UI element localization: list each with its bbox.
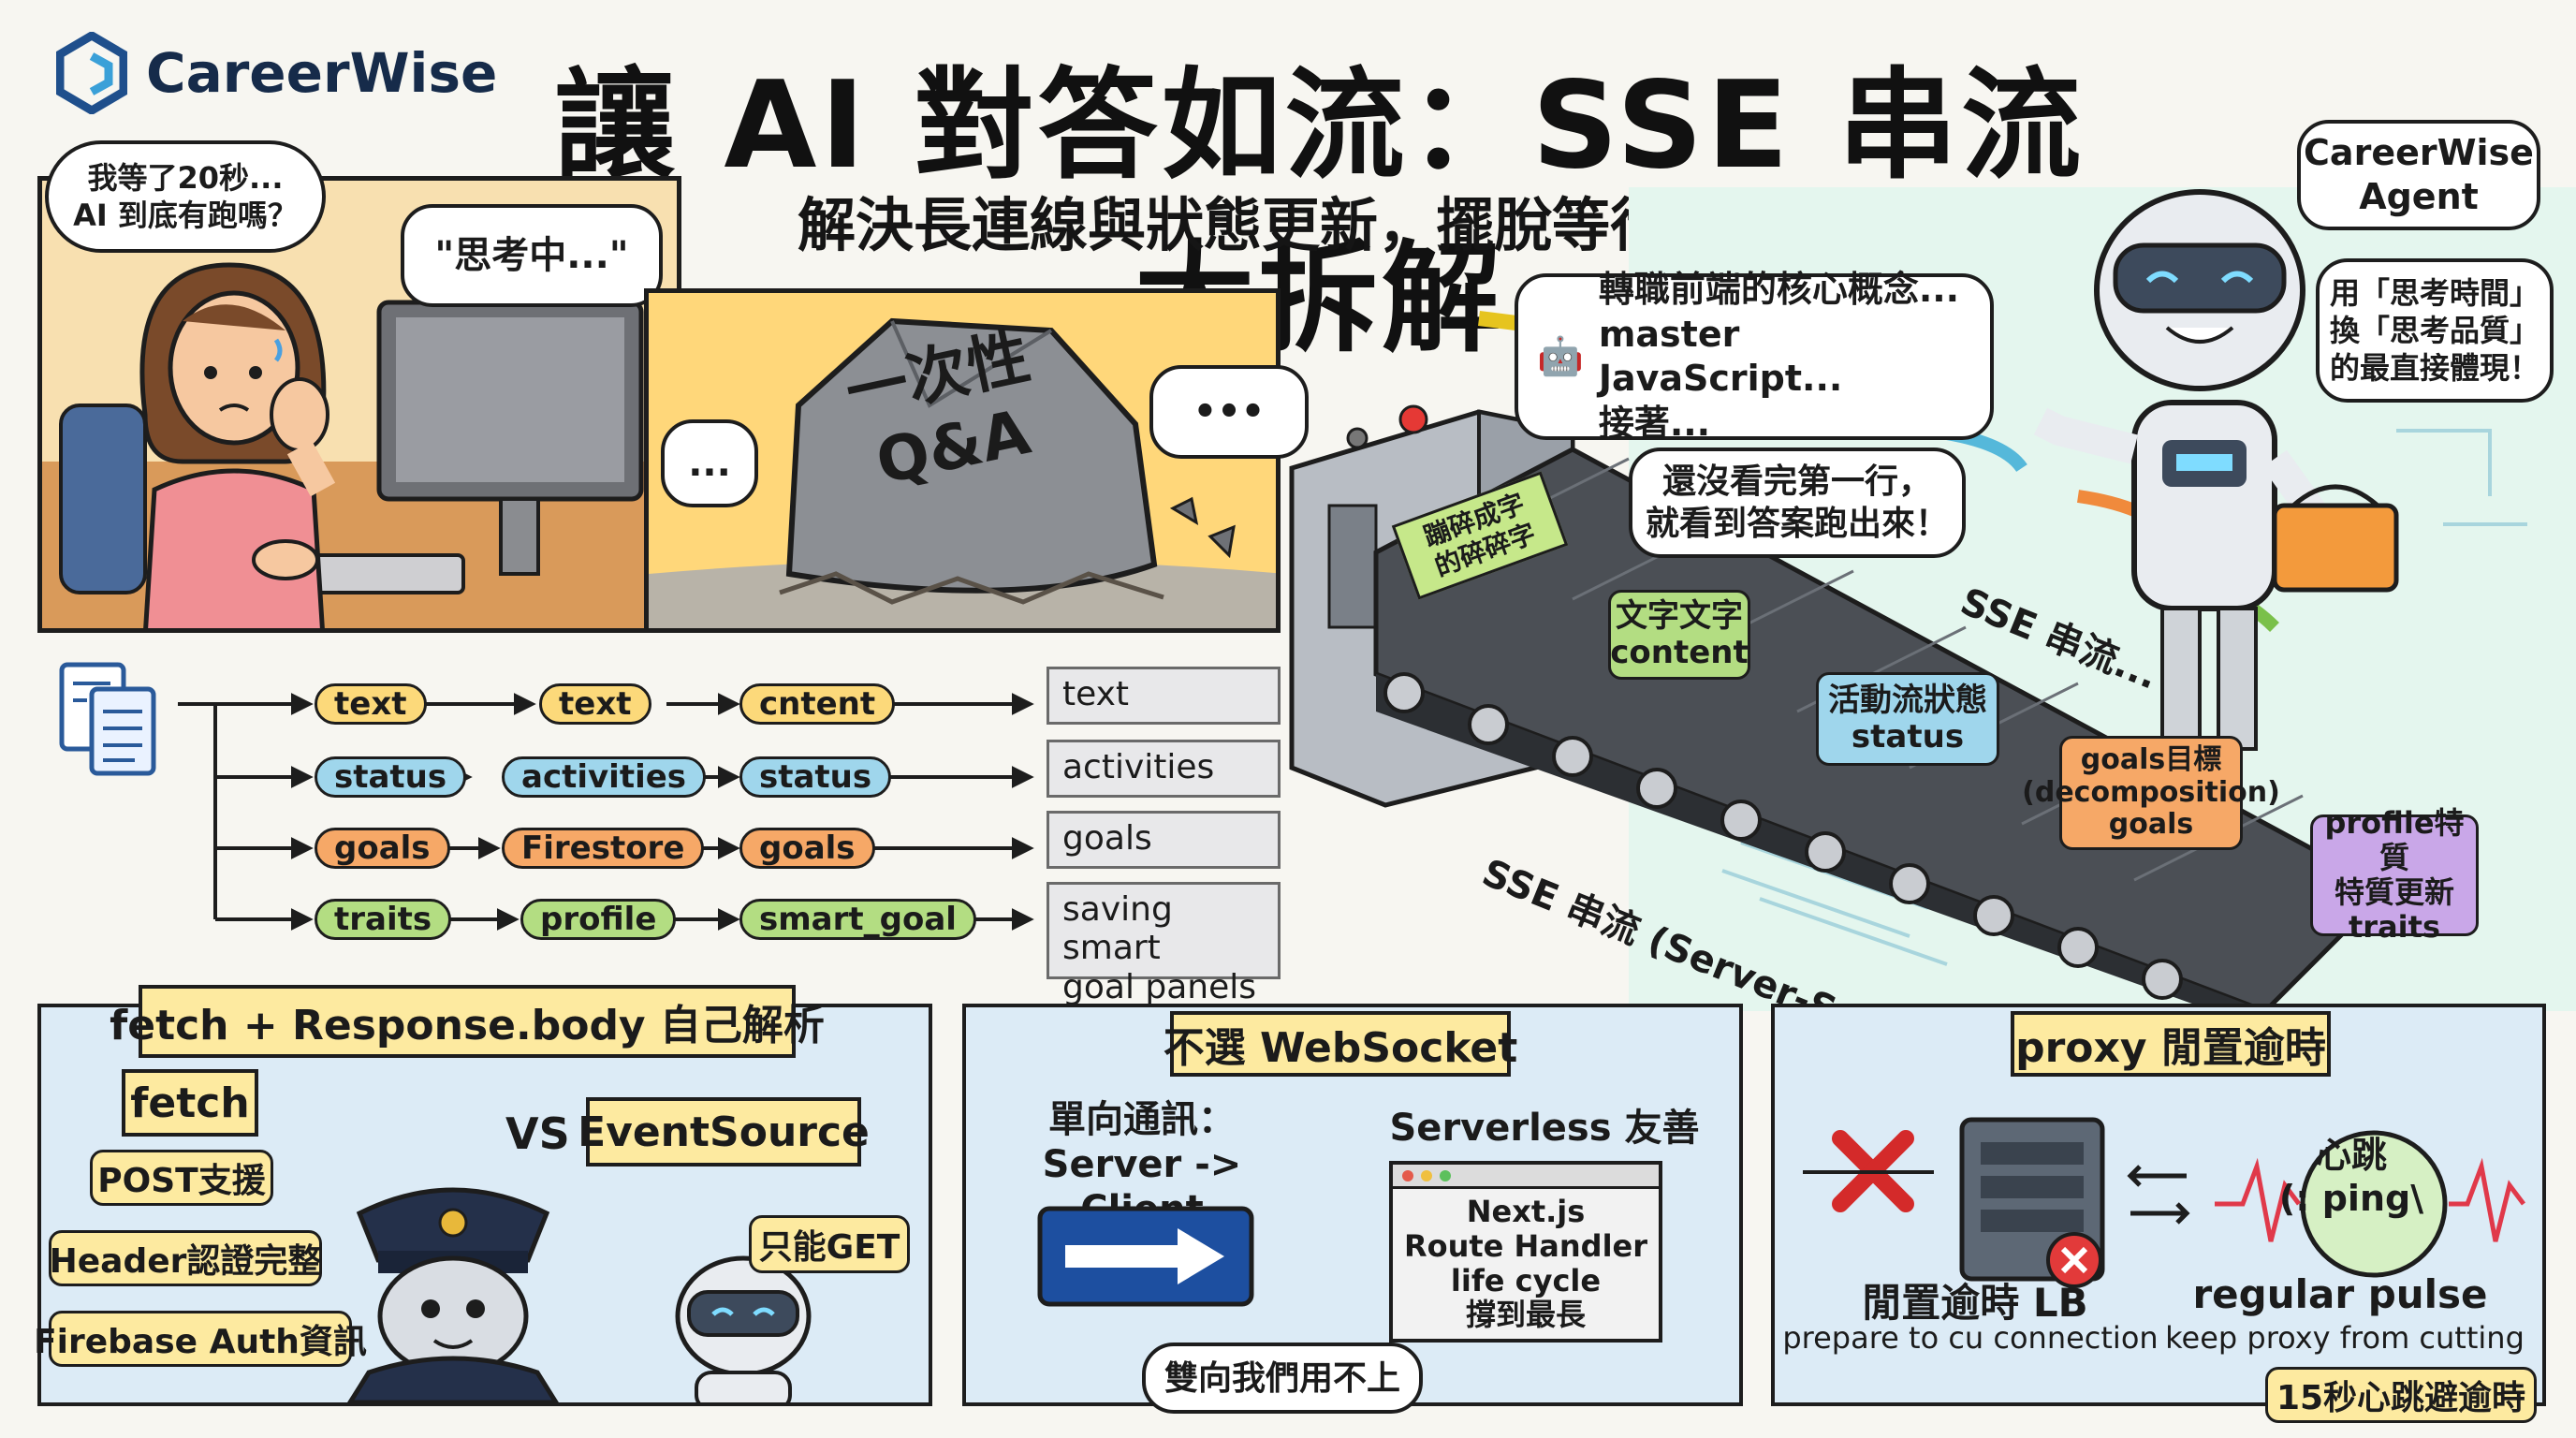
realtime-bubble-text: 還沒看完第一行， 就看到答案跑出來！ — [1645, 462, 1949, 543]
robot-icon: 🤖 — [1537, 335, 1584, 378]
flow-row3-step1: goals — [315, 828, 450, 869]
one-way-arrow-sign — [1037, 1206, 1254, 1307]
waiting-user-illustration — [42, 181, 677, 628]
serverless-heading: Serverless 友善 — [1389, 1107, 1700, 1150]
panel-websocket-title: 不選 WebSocket — [1164, 1011, 1517, 1077]
pro-header-auth: Header認證完整 — [49, 1230, 322, 1286]
heartbeat-ping-label: 心跳 (: ping\ — [2278, 1135, 2424, 1219]
typing-bubble: ••• — [1149, 365, 1309, 459]
proxy-illustration — [1803, 1117, 2525, 1288]
flow-row4-step1: traits — [315, 899, 452, 940]
thought-bubble-text: 我等了20秒... AI 到底有跑嗎？ — [73, 160, 298, 233]
vs-label: VS — [505, 1108, 570, 1159]
ellipsis-bubble: ... — [661, 419, 758, 507]
thinking-bubble: "思考中..." — [401, 204, 663, 307]
agent-quote-text: 用「思考時間」 換「思考品質」 的最直接體現！ — [2329, 275, 2539, 386]
typing-bubble-text: ••• — [1193, 390, 1266, 433]
belt-card-content: 文字文字 content — [1608, 590, 1750, 680]
nextjs-window-text: Next.js Route Handler life cycle 撐到最長 — [1403, 1194, 1648, 1333]
belt-card-traits-text: profile特質 特質更新 traits — [2324, 805, 2465, 945]
thought-bubble: 我等了20秒... AI 到底有跑嗎？ — [45, 140, 326, 253]
realtime-bubble: 還沒看完第一行， 就看到答案跑出來！ — [1629, 448, 1966, 558]
brand-logo: CareerWise — [56, 26, 543, 120]
thinking-bubble-text: "思考中..." — [434, 234, 629, 277]
flow-row3-output: goals — [1046, 811, 1281, 869]
window-titlebar — [1393, 1165, 1659, 1189]
police-robot-illustration — [347, 1187, 812, 1402]
nextjs-window: Next.js Route Handler life cycle 撐到最長 — [1389, 1161, 1662, 1343]
eventsource-label: EventSource — [578, 1097, 870, 1167]
regular-pulse-caption: regular pulse — [2192, 1271, 2488, 1317]
flow-row2-step2: activities — [502, 756, 707, 798]
agent-name-text: CareerWise Agent — [2304, 131, 2534, 218]
pro-post-support: POST支援 — [90, 1150, 273, 1206]
flow-row3-step3: goals — [739, 828, 875, 869]
stream-bubble: 🤖 轉職前端的核心概念... master JavaScript... 接著..… — [1515, 269, 1994, 444]
flow-row1-output: text — [1046, 667, 1281, 725]
panel-proxy-title: proxy 閒置逾時 — [2011, 1011, 2331, 1077]
flow-row4-output: saving smart goal panels — [1046, 882, 1281, 1006]
flow-row4-step2: profile — [520, 899, 677, 940]
belt-card-traits: profile特質 特質更新 traits — [2310, 806, 2479, 944]
flow-row3-step2: Firestore — [502, 828, 705, 869]
belt-card-content-text: 文字文字 content — [1610, 596, 1749, 671]
comic-panel-one-shot-qa — [644, 288, 1281, 633]
fetch-label: fetch — [122, 1069, 258, 1137]
agent-quote-bubble: 用「思考時間」 換「思考品質」 的最直接體現！ — [2316, 258, 2554, 403]
panel-fetch-title: fetch + Response.body 自己解析 — [110, 985, 825, 1058]
ellipsis-bubble-text: ... — [688, 442, 731, 485]
pro-firebase-auth: Firebase Auth資訊 — [34, 1311, 367, 1367]
agent-name-bubble: CareerWise Agent — [2297, 120, 2540, 230]
belt-card-goals-text: goals目標 (decomposition) goals — [2022, 743, 2280, 842]
stream-bubble-text: 轉職前端的核心概念... master JavaScript... 接著... — [1598, 269, 1960, 444]
regular-pulse-subcaption: keep proxy from cutting — [2165, 1320, 2525, 1356]
idle-timeout-subcaption: prepare to cu connection — [1782, 1320, 2159, 1356]
two-way-bubble: 雙向我們用不上 — [1142, 1343, 1423, 1414]
flow-row1-step1: text — [315, 683, 427, 725]
con-get-only: 只能GET — [749, 1215, 910, 1273]
two-way-bubble-text: 雙向我們用不上 — [1164, 1358, 1400, 1398]
flow-row2-step1: status — [315, 756, 467, 798]
belt-card-goals: goals目標 (decomposition) goals — [2022, 736, 2280, 850]
heartbeat-footer-tag: 15秒心跳避逾時 — [2265, 1367, 2537, 1423]
flow-row2-output: activities — [1046, 740, 1281, 798]
flow-row1-step3: cntent — [739, 683, 896, 725]
flow-row1-step2: text — [539, 683, 651, 725]
flow-row4-step3: smart_goal — [739, 899, 976, 940]
idle-timeout-caption: 閒置逾時 LB — [1862, 1280, 2088, 1326]
belt-card-status-text: 活動流狀態 status — [1828, 681, 1987, 756]
page-title: 讓 AI 對答如流：SSE 串流大拆解 — [554, 56, 2086, 369]
careerwise-logo-icon — [56, 32, 127, 114]
belt-card-status: 活動流狀態 status — [1816, 672, 1999, 766]
careerwise-agent-robot — [2033, 189, 2399, 751]
brand-name: CareerWise — [146, 41, 498, 105]
document-icon — [59, 662, 156, 776]
flow-row2-step3: status — [739, 756, 892, 798]
